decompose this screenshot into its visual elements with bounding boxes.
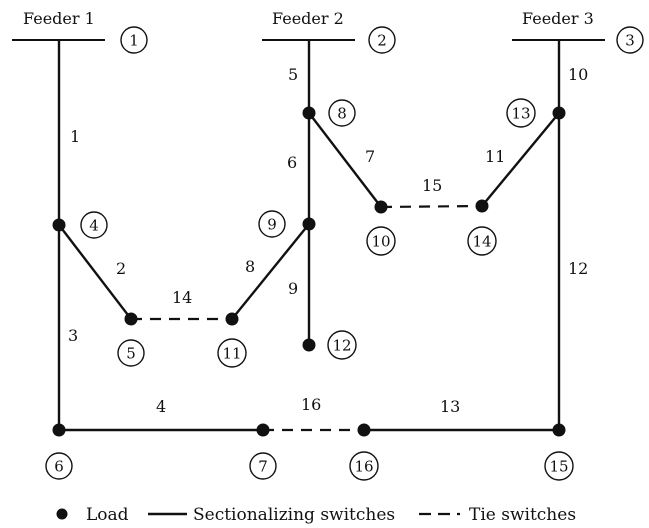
node-number: 14 bbox=[472, 233, 491, 251]
node-label-11: 11 bbox=[217, 338, 247, 368]
node-label-1: 1 bbox=[120, 26, 148, 54]
node-label-13: 13 bbox=[506, 98, 536, 128]
branch-label-13: 13 bbox=[440, 397, 460, 416]
node-number: 1 bbox=[129, 32, 139, 50]
load-dot-4 bbox=[52, 218, 66, 232]
load-dot-13 bbox=[552, 106, 566, 120]
node-number: 5 bbox=[126, 345, 136, 363]
tie-branch-15-line bbox=[380, 204, 483, 209]
branch-label-10: 10 bbox=[568, 65, 588, 84]
branch-label-8: 8 bbox=[245, 257, 255, 276]
branch-11-line bbox=[481, 112, 560, 207]
node-number: 12 bbox=[332, 337, 351, 355]
feeder-2-label: Feeder 2 bbox=[272, 9, 344, 28]
load-dot-16 bbox=[357, 423, 371, 437]
node-label-7: 7 bbox=[249, 452, 277, 480]
node-label-10: 10 bbox=[366, 226, 396, 256]
branch-label-1: 1 bbox=[70, 127, 80, 146]
load-dot-11 bbox=[225, 312, 239, 326]
branch-label-11: 11 bbox=[485, 147, 505, 166]
branch-label-5: 5 bbox=[288, 65, 298, 84]
node-label-14: 14 bbox=[467, 226, 497, 256]
legend-load-label: Load bbox=[86, 505, 129, 525]
load-dot-10 bbox=[374, 200, 388, 214]
node-number: 15 bbox=[549, 458, 568, 476]
node-label-4: 4 bbox=[80, 211, 108, 239]
node-number: 13 bbox=[511, 105, 530, 123]
load-dot-15 bbox=[552, 423, 566, 437]
load-dot-12 bbox=[302, 338, 316, 352]
branch-label-6: 6 bbox=[287, 153, 297, 172]
legend-sectionalizing-label: Sectionalizing switches bbox=[193, 505, 395, 525]
node-number: 11 bbox=[222, 345, 241, 363]
load-dot-7 bbox=[256, 423, 270, 437]
branch-label-14: 14 bbox=[172, 288, 192, 307]
node-label-16: 16 bbox=[349, 451, 379, 481]
node-number: 8 bbox=[337, 105, 347, 123]
feeder-1-label: Feeder 1 bbox=[23, 9, 95, 28]
branch-2-line bbox=[58, 224, 132, 320]
node-label-9: 9 bbox=[258, 210, 286, 238]
legend-load-dot bbox=[56, 508, 68, 520]
load-dot-8 bbox=[302, 106, 316, 120]
node-label-3: 3 bbox=[616, 26, 644, 54]
node-number: 9 bbox=[267, 216, 277, 234]
node-number: 6 bbox=[54, 458, 64, 476]
node-number: 7 bbox=[258, 458, 268, 476]
branch-7-line bbox=[308, 112, 382, 208]
load-dot-9 bbox=[302, 217, 316, 231]
node-label-12: 12 bbox=[327, 330, 357, 360]
node-number: 3 bbox=[625, 32, 635, 50]
branch-label-7: 7 bbox=[365, 147, 375, 166]
node-label-6: 6 bbox=[45, 452, 73, 480]
branch-label-15: 15 bbox=[422, 176, 442, 195]
node-label-2: 2 bbox=[368, 26, 396, 54]
node-label-8: 8 bbox=[328, 99, 356, 127]
node-label-15: 15 bbox=[544, 451, 574, 481]
branch-label-2: 2 bbox=[116, 259, 126, 278]
load-dot-5 bbox=[124, 312, 138, 326]
node-label-5: 5 bbox=[117, 339, 145, 367]
load-dot-6 bbox=[52, 423, 66, 437]
node-number: 4 bbox=[89, 217, 99, 235]
legend-tie-label: Tie switches bbox=[469, 505, 576, 525]
branch-label-3: 3 bbox=[68, 326, 78, 345]
legend: Load Sectionalizing switches Tie switche… bbox=[56, 505, 576, 525]
feeder-3-label: Feeder 3 bbox=[522, 9, 594, 28]
node-number: 10 bbox=[371, 233, 390, 251]
load-dot-14 bbox=[475, 199, 489, 213]
node-number: 16 bbox=[354, 458, 373, 476]
node-number: 2 bbox=[377, 32, 387, 50]
branch-8-line bbox=[231, 223, 310, 320]
branch-label-12: 12 bbox=[568, 259, 588, 278]
branch-label-16: 16 bbox=[301, 395, 321, 414]
branch-label-9: 9 bbox=[288, 279, 298, 298]
branch-label-4: 4 bbox=[156, 397, 166, 416]
